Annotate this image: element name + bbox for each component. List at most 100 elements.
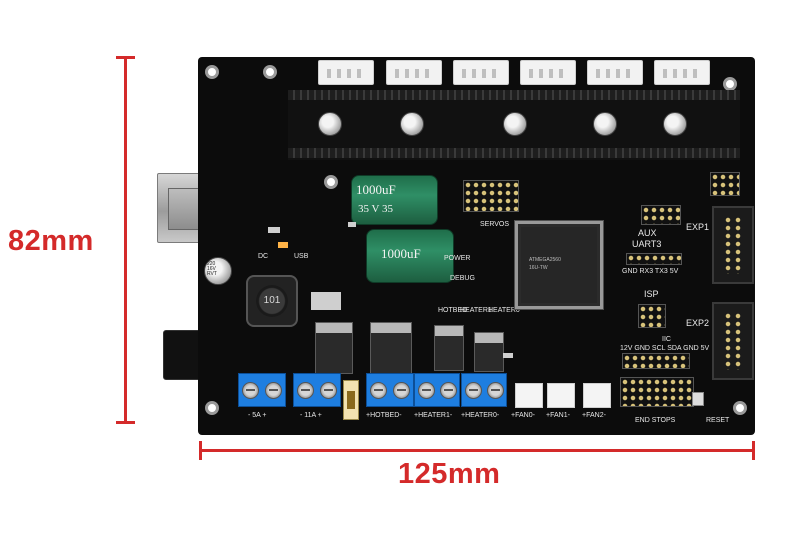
screw: [417, 381, 435, 399]
smd-capacitor: [663, 112, 687, 136]
terminal-5a: [238, 373, 286, 407]
fan2-connector: [583, 383, 611, 408]
screw: [320, 381, 337, 399]
electrolytic-capacitor: 1000uF 35 V 35: [351, 175, 438, 225]
silk-11a: - 11A +: [300, 412, 322, 419]
fan1-connector: [547, 383, 575, 408]
rvt-label: 220 16V RVT: [207, 261, 217, 277]
smd-resistor: [503, 353, 513, 358]
silk-fan0: +FAN0-: [511, 412, 535, 419]
stepper-driver-sockets: [288, 90, 740, 160]
mosfet-tab: [371, 323, 411, 333]
exp2-connector: [712, 302, 754, 380]
capacitor-voltage: 35 V 35: [358, 203, 394, 215]
silk-reset: RESET: [706, 417, 730, 424]
mosfet: [370, 322, 412, 374]
fuse: [343, 380, 359, 420]
width-dimension-cap-left: [199, 441, 202, 460]
capacitor-label: 1000uF: [381, 246, 421, 261]
silk-hotbed: HOTBED: [438, 307, 468, 314]
terminal-heater0: [461, 373, 507, 407]
pin-header: [288, 148, 740, 158]
mount-hole: [205, 65, 219, 79]
servo-header: [463, 180, 519, 212]
terminal-heater1: [414, 373, 460, 407]
electrolytic-capacitor: 1000uF: [366, 229, 454, 283]
width-dimension-cap-right: [752, 441, 755, 460]
smd-capacitor: [318, 112, 342, 136]
screw: [297, 381, 314, 399]
uart3-header: [626, 253, 682, 265]
motor-connector-e0: [587, 60, 643, 85]
mount-hole: [324, 175, 338, 189]
terminal-11a: [293, 373, 341, 407]
mosfet-heater1: [474, 332, 504, 372]
mount-hole: [723, 77, 737, 91]
motor-connector-x: [318, 60, 374, 85]
screw: [486, 381, 504, 399]
controller-board: DC USB 1000uF 35 V 35 1000uF SERVOS POWE…: [198, 57, 755, 435]
top-right-header: [710, 172, 740, 196]
mcu-body: ATMEGA2560 16U-TW: [521, 227, 597, 303]
silk-usb: USB: [294, 253, 309, 260]
terminal-hotbed: [366, 373, 414, 407]
silk-end-stops: END STOPS: [635, 417, 676, 424]
mount-hole: [205, 401, 219, 415]
silk-heater1: HEATER1: [460, 307, 492, 314]
silk-5a: - 5A +: [248, 412, 267, 419]
reset-button: [692, 392, 704, 406]
height-dimension-cap-top: [116, 56, 135, 59]
screw: [265, 381, 282, 399]
smd-led: [278, 242, 288, 248]
mount-hole: [263, 65, 277, 79]
silk-iic-pins: 12V GND SCL SDA GND 5V: [620, 345, 710, 352]
silk-power: POWER: [444, 255, 471, 262]
silk-fan2: +FAN2-: [582, 412, 606, 419]
silk-exp1: EXP1: [686, 222, 710, 232]
motor-connector-y: [386, 60, 442, 85]
screw: [370, 381, 387, 399]
mount-hole: [733, 401, 747, 415]
mosfet: [315, 322, 353, 374]
silk-uart3: UART3: [632, 239, 662, 249]
mcu-label: 16U-TW: [529, 265, 548, 271]
screw: [439, 381, 457, 399]
fan0-connector: [515, 383, 543, 408]
silk-exp2: EXP2: [686, 318, 710, 328]
width-label: 125mm: [398, 458, 501, 490]
isp-header: [638, 304, 666, 328]
iic-header: [622, 353, 690, 369]
silk-t-heater1: +HEATER1-: [414, 412, 453, 419]
motor-connector-z2: [520, 60, 576, 85]
silk-heater0: HEATER0: [488, 307, 520, 314]
silk-uart-pins: GND RX3 TX3 5V: [622, 268, 679, 275]
silk-iic: IIC: [662, 336, 671, 343]
smd-resistor: [268, 227, 280, 233]
inductor: 101: [246, 275, 298, 327]
aux-header: [641, 205, 681, 225]
mosfet-tab: [316, 323, 352, 333]
silk-isp: ISP: [644, 289, 659, 299]
mosfet-tab: [475, 333, 503, 343]
pin-header: [288, 90, 740, 100]
silk-dc: DC: [258, 253, 269, 260]
smd-capacitor: [503, 112, 527, 136]
mcu-label: ATMEGA2560: [529, 257, 561, 263]
width-dimension-line: [200, 449, 755, 452]
rvt-capacitor: [204, 257, 232, 285]
smd-capacitor: [593, 112, 617, 136]
silk-fan1: +FAN1-: [546, 412, 570, 419]
endstop-header: [620, 377, 694, 407]
silk-servos: SERVOS: [480, 221, 510, 228]
motor-connector-e1: [654, 60, 710, 85]
mcu-chip: ATMEGA2560 16U-TW: [514, 220, 604, 310]
silk-aux: AUX: [638, 228, 657, 238]
height-label: 82mm: [8, 225, 94, 257]
exp1-connector: [712, 206, 754, 284]
smd-regulator: [311, 292, 341, 310]
smd-capacitor: [400, 112, 424, 136]
height-dimension-cap-bottom: [116, 421, 135, 424]
silk-t-heater0: +HEATER0-: [461, 412, 500, 419]
inductor-label: 101: [256, 285, 288, 317]
